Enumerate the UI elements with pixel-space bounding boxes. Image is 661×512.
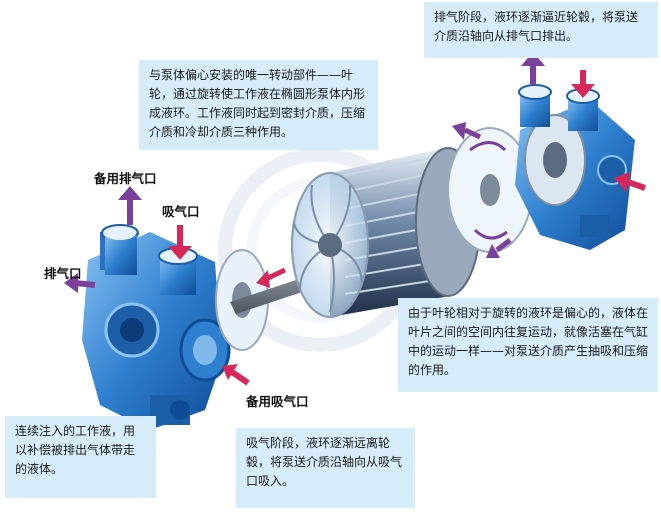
label-backup-suction: 备用吸气口 — [246, 394, 309, 409]
arrow-exhaust-top — [521, 52, 545, 85]
right-port-plate — [447, 127, 533, 253]
arrow-suction-top — [571, 70, 595, 98]
right-pump-body — [515, 84, 635, 250]
arrow-exhaust — [64, 273, 96, 293]
label-backup-exhaust: 备用排气口 — [94, 171, 157, 186]
caption-impeller: 与泵体偏心安装的唯一转动部件——叶轮，通过旋转使工作液在椭圆形泵体内形成液环。工… — [139, 60, 378, 150]
arrow-suction-right — [614, 172, 646, 192]
arrow-suction — [168, 225, 192, 260]
left-pump-body — [82, 224, 231, 430]
caption-exhaust-phase: 排气阶段，液环逐渐逼近轮毂，将泵送介质沿轴向从排气口排出。 — [424, 2, 658, 58]
label-suction-port: 吸气口 — [162, 204, 200, 219]
label-exhaust-port: 排气口 — [44, 266, 82, 281]
arrow-flow-inner — [256, 122, 512, 288]
caption-working-liquid: 连续注入的工作液，用以补偿被排出气体带走的液体。 — [5, 416, 156, 498]
caption-suction-phase: 吸气阶段，液环逐渐远离轮毂，将泵送介质沿轴向从吸气口吸入。 — [236, 428, 415, 508]
arrow-backup-suction — [222, 364, 250, 386]
caption-eccentric-ring: 由于叶轮相对于旋转的液环是偏心的，液体在叶片之间的空间内往复运动，就像活塞在气缸… — [398, 298, 658, 392]
arrow-backup-exhaust — [118, 186, 142, 225]
